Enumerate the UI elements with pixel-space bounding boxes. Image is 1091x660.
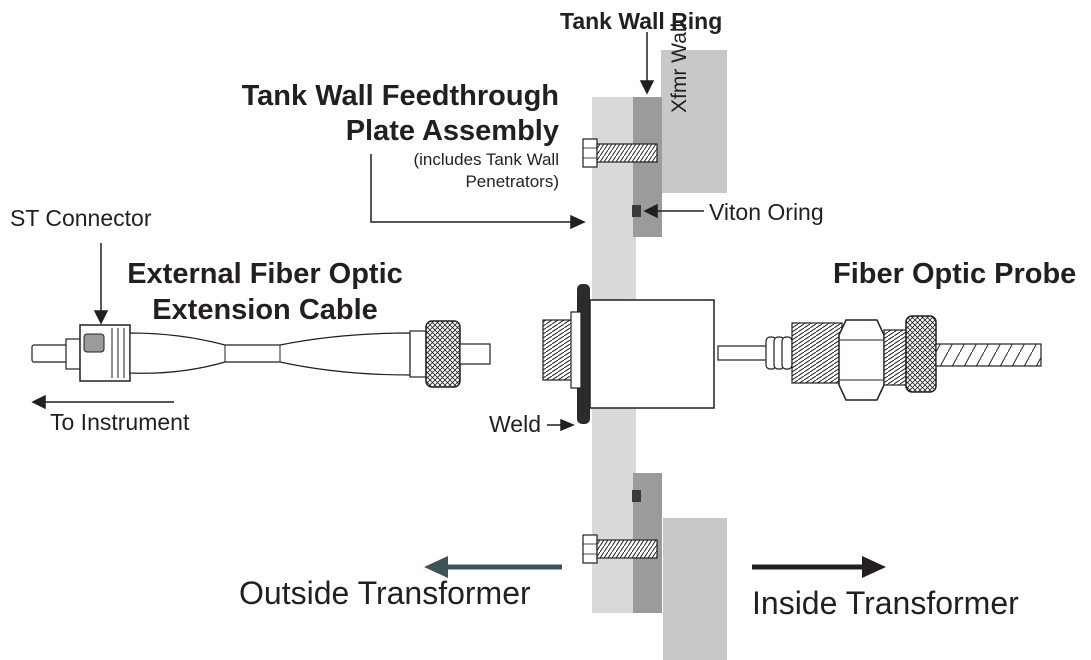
feedthrough-label-line1: Tank Wall Feedthrough xyxy=(241,80,559,112)
extension-cable xyxy=(31,320,491,388)
fiber-optic-probe-label: Fiber Optic Probe xyxy=(833,258,1077,290)
outside-arrow xyxy=(424,556,562,578)
feedthrough-plate-upper xyxy=(592,97,636,300)
upper-bolt xyxy=(582,138,658,168)
st-connector-label: ST Connector xyxy=(10,205,152,231)
extension-cable-label-line1: External Fiber Optic xyxy=(127,258,403,290)
to-instrument-label: To Instrument xyxy=(50,409,190,435)
outside-transformer-label: Outside Transformer xyxy=(239,575,531,611)
leader-lines xyxy=(31,32,704,432)
penetrator-flange xyxy=(570,311,582,389)
extension-cable-label-line2: Extension Cable xyxy=(152,294,378,326)
viton-oring-lower xyxy=(632,490,641,502)
fiber-optic-probe xyxy=(717,315,1042,401)
viton-oring-label: Viton Oring xyxy=(709,199,824,225)
viton-oring-upper xyxy=(632,205,641,217)
feedthrough-plate-lower xyxy=(592,408,636,613)
xfmr-wall-label: Xfmr Wall xyxy=(668,22,691,113)
lower-bolt xyxy=(582,534,658,564)
xfmr-wall-upper xyxy=(661,50,727,193)
penetrator-thread-stub xyxy=(542,319,574,381)
includes-label-line2: Penetrators) xyxy=(465,172,559,191)
tank-wall-ring-label: Tank Wall Ring xyxy=(560,8,723,34)
feedthrough-label-line2: Plate Assembly xyxy=(345,115,559,147)
inside-arrow xyxy=(752,556,886,578)
weld-label: Weld xyxy=(489,411,541,437)
includes-label-line1: (includes Tank Wall xyxy=(413,150,559,169)
penetrator-body xyxy=(589,299,715,409)
xfmr-wall-lower xyxy=(663,518,727,660)
inside-transformer-label: Inside Transformer xyxy=(752,585,1019,621)
